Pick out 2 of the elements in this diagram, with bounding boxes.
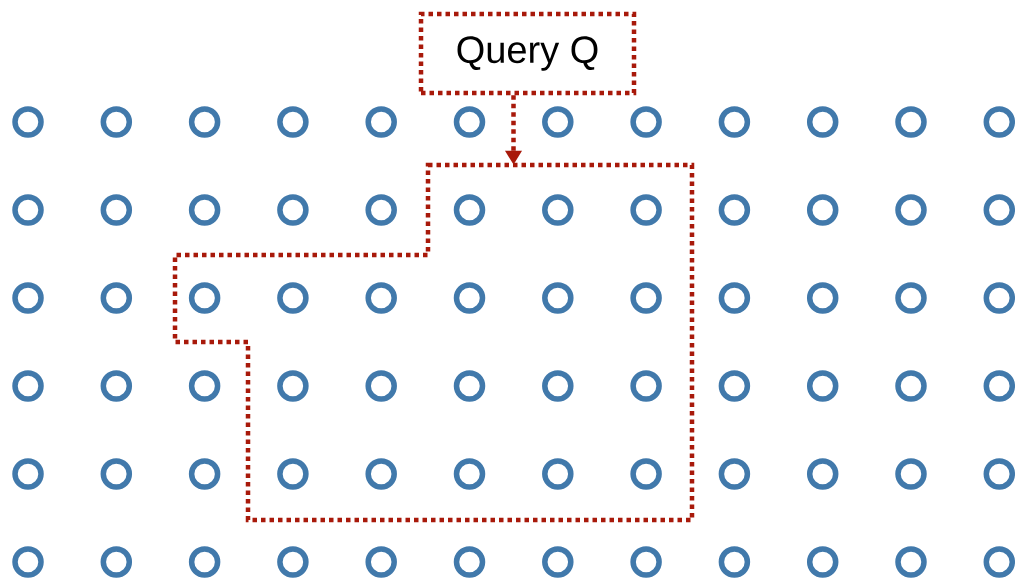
- query-box: Query Q: [418, 11, 637, 96]
- region-outline: [172, 162, 695, 523]
